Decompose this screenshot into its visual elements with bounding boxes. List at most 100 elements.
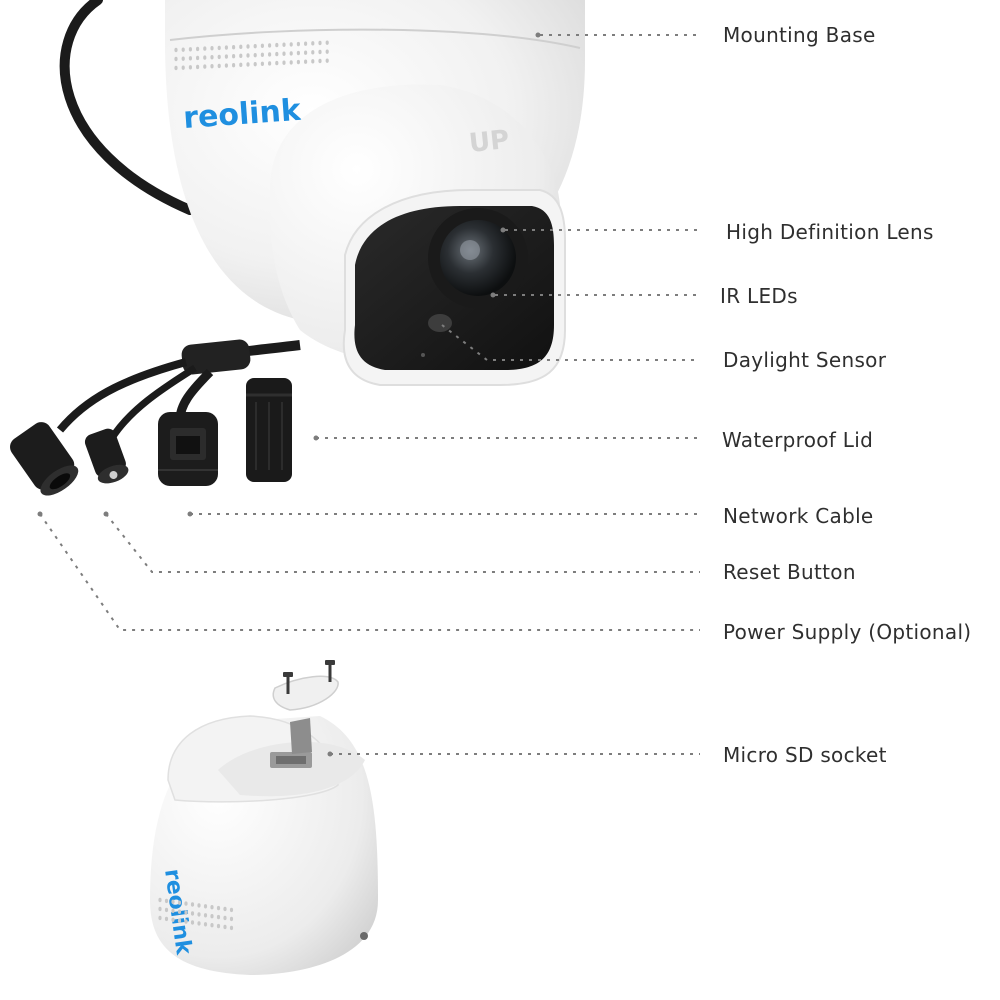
- vent-hole: [171, 908, 175, 913]
- vent-hole: [224, 54, 228, 59]
- vent-hole: [210, 914, 214, 919]
- vent-hole: [268, 43, 272, 48]
- vent-hole: [229, 916, 234, 922]
- orientation-mark: UP: [468, 125, 511, 159]
- leader-power-supply: [39, 513, 700, 631]
- vent-hole: [181, 65, 185, 70]
- vent-hole: [325, 40, 329, 45]
- cover-screws: [283, 660, 335, 694]
- vent-hole: [232, 62, 236, 68]
- vent-hole: [253, 52, 257, 58]
- vent-hole: [282, 60, 286, 65]
- mounting-base-seam: [169, 28, 581, 49]
- vent-hole: [158, 915, 162, 921]
- vent-hole: [318, 40, 322, 46]
- vent-hole: [239, 53, 243, 59]
- lower-screw-hole: [360, 932, 368, 940]
- vent-hole: [311, 50, 315, 55]
- vent-hole: [268, 61, 272, 66]
- vent-hole: [229, 907, 234, 913]
- reset-connector: [84, 428, 129, 484]
- daylight-sensor-dot: [428, 314, 452, 332]
- vent-hole: [232, 45, 236, 50]
- vent-hole: [246, 53, 250, 58]
- vent-hole: [197, 903, 201, 908]
- vent-hole: [188, 56, 192, 61]
- vent-hole: [164, 907, 169, 913]
- reset-cable: [109, 365, 197, 440]
- vent-hole: [224, 63, 228, 68]
- vent-hole: [184, 910, 188, 915]
- vent-hole: [171, 899, 175, 904]
- vent-hole: [232, 54, 236, 59]
- vent-hole: [184, 919, 188, 924]
- vent-hole: [158, 897, 162, 903]
- power-cable: [56, 358, 188, 433]
- label-power-supply: Power Supply (Optional): [723, 620, 972, 644]
- vent-hole: [223, 915, 227, 921]
- vent-hole: [203, 64, 207, 69]
- lower-vent-holes: [158, 897, 234, 931]
- vent-hole: [203, 922, 208, 927]
- brand-logo: reolink: [182, 93, 303, 136]
- hd-lens-glass: [440, 220, 516, 296]
- vent-hole: [210, 46, 214, 51]
- vent-hole: [210, 923, 214, 928]
- vent-hole: [196, 55, 200, 61]
- vent-hole: [289, 42, 293, 47]
- label-network-cable: Network Cable: [723, 504, 874, 528]
- vent-hole: [275, 51, 279, 57]
- cable-loop: [59, 0, 195, 215]
- microphone-hole: [421, 353, 425, 357]
- label-ir-leds: IR LEDs: [720, 284, 798, 308]
- vent-hole: [181, 47, 185, 52]
- vent-hole: [217, 63, 221, 69]
- vent-hole: [188, 47, 192, 52]
- vent-hole: [164, 898, 169, 904]
- vent-hole: [239, 62, 243, 68]
- vent-hole: [196, 64, 200, 70]
- vent-holes: [174, 40, 329, 71]
- vent-hole: [282, 51, 286, 56]
- vent-hole: [296, 41, 300, 47]
- vent-hole: [216, 923, 221, 929]
- vent-hole: [224, 45, 228, 50]
- vent-hole: [253, 61, 257, 67]
- vent-hole: [223, 906, 227, 912]
- vent-hole: [216, 905, 221, 911]
- vent-hole: [181, 56, 185, 61]
- vent-hole: [304, 41, 308, 46]
- vent-hole: [203, 913, 208, 918]
- power-connector: [10, 422, 79, 496]
- vent-hole: [318, 49, 322, 55]
- vent-hole: [164, 916, 169, 922]
- leader-lines: [39, 34, 700, 755]
- vent-hole: [289, 60, 293, 65]
- vent-hole: [275, 42, 279, 48]
- vent-hole: [190, 920, 195, 925]
- label-reset-button: Reset Button: [723, 560, 856, 584]
- vent-hole: [246, 44, 250, 49]
- vent-hole: [260, 43, 264, 48]
- vent-hole: [203, 904, 208, 909]
- vent-hole: [311, 59, 315, 64]
- dome-camera-sd-view: reolink: [150, 660, 378, 975]
- lens-highlight: [460, 240, 480, 260]
- vent-hole: [268, 52, 272, 57]
- vent-hole: [217, 54, 221, 60]
- vent-hole: [260, 52, 264, 57]
- vent-hole: [158, 906, 162, 912]
- label-waterproof-lid: Waterproof Lid: [722, 428, 874, 452]
- leader-reset-button: [105, 513, 700, 573]
- vent-hole: [177, 900, 182, 905]
- vent-hole: [184, 901, 188, 906]
- vent-hole: [171, 917, 175, 922]
- vent-hole: [311, 41, 315, 46]
- vent-hole: [296, 59, 300, 65]
- vent-hole: [210, 64, 214, 69]
- vent-hole: [174, 56, 178, 62]
- label-hd-lens: High Definition Lens: [726, 220, 934, 244]
- cable-junction: [181, 339, 251, 375]
- vent-hole: [282, 42, 286, 47]
